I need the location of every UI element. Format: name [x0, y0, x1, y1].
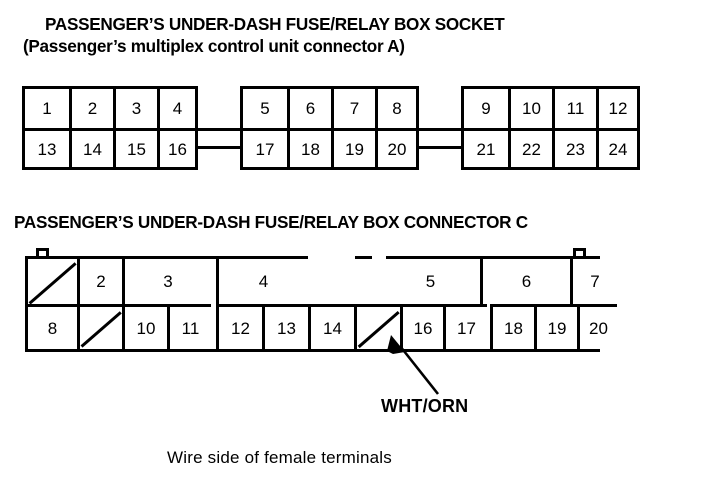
socket-cell-label: 19	[345, 139, 364, 159]
socket-cell[interactable]: 10	[508, 89, 552, 128]
connector-c-bottom-cell-label: 12	[231, 318, 250, 338]
connector-c-top-cell-label: 5	[425, 272, 436, 291]
socket-cell[interactable]: 23	[552, 128, 596, 167]
blank-cavity-slash-icon	[80, 307, 122, 349]
connector-c-bottom-cell-label: 10	[136, 318, 156, 338]
connector-c-bottom-cell-label: 13	[277, 318, 296, 338]
connector-c-bottom-cell-label: 8	[47, 318, 58, 338]
socket-cell-label: 9	[481, 99, 491, 118]
socket-cell[interactable]: 12	[596, 89, 637, 128]
socket-cell[interactable]: 21	[464, 128, 508, 167]
socket-cell[interactable]: 7	[331, 89, 375, 128]
socket-cell[interactable]: 16	[157, 128, 195, 167]
connector-c-top-cell[interactable]: 2	[77, 259, 122, 304]
link-bar-1-2	[195, 128, 243, 149]
link-bar-2-3	[416, 128, 464, 149]
socket-title-line-2: (Passenger’s multiplex control unit conn…	[23, 36, 405, 56]
socket-cell-label: 4	[172, 99, 183, 118]
connector-c-title: PASSENGER’S UNDER-DASH FUSE/RELAY BOX CO…	[14, 212, 528, 232]
socket-cell-label: 10	[522, 99, 541, 118]
socket-cell[interactable]: 3	[113, 89, 157, 128]
socket-cell-label: 20	[387, 139, 407, 159]
socket-cell-label: 13	[37, 139, 57, 159]
connector-c-top-cell[interactable]: 3	[122, 259, 211, 304]
connector-c-top-cell[interactable]: 5	[383, 259, 475, 304]
socket-cell[interactable]: 13	[25, 128, 69, 167]
socket-cell-label: 2	[87, 99, 98, 118]
socket-cell-label: 21	[476, 139, 496, 159]
connector-c-top-cell[interactable]: 4	[216, 259, 308, 304]
socket-cell-label: 8	[392, 99, 402, 118]
socket-cell[interactable]: 18	[287, 128, 331, 167]
wire-side-caption: Wire side of female terminals	[167, 448, 392, 467]
blank-cavity-slash-icon	[28, 259, 77, 304]
connector-c-bottom-cell[interactable]: 10	[122, 304, 167, 349]
socket-cell[interactable]: 17	[243, 128, 287, 167]
wht-orn-label: WHT/ORN	[381, 396, 469, 416]
socket-cell-label: 15	[127, 139, 146, 159]
connector-c-bottom-cell[interactable]: 14	[308, 304, 354, 349]
socket-cell[interactable]: 11	[552, 89, 596, 128]
connector-c-bottom-cell-label: 14	[323, 318, 342, 338]
connector-c-top-cell[interactable]: 6	[480, 259, 570, 304]
socket-cell[interactable]: 2	[69, 89, 113, 128]
socket-block-3: 9 10 11 12 21 22 23 24	[461, 86, 640, 170]
socket-cell[interactable]: 4	[157, 89, 195, 128]
socket-block-2: 5 6 7 8 17 18 19 20	[240, 86, 419, 170]
socket-cell-label: 3	[131, 99, 142, 118]
socket-cell-label: 6	[305, 99, 316, 118]
socket-cell-label: 14	[83, 139, 102, 159]
connector-c-bottom-cell[interactable]: 19	[534, 304, 577, 349]
socket-cell-label: 24	[608, 139, 628, 159]
socket-cell-label: 5	[260, 99, 270, 118]
socket-title-line-1: PASSENGER’S UNDER-DASH FUSE/RELAY BOX SO…	[45, 14, 505, 34]
connector-c-bottom-cell-label: 19	[547, 318, 567, 338]
connector-c-bottom-cell-label: 18	[504, 318, 523, 338]
socket-cell-label: 17	[255, 139, 275, 159]
socket-cell[interactable]: 20	[375, 128, 416, 167]
connector-c-top-cell-label: 7	[590, 272, 600, 291]
socket-cell-label: 11	[566, 99, 585, 118]
socket-cell-label: 18	[301, 139, 320, 159]
connector-c-bottom-cell[interactable]: 12	[216, 304, 262, 349]
socket-cell[interactable]: 24	[596, 128, 637, 167]
socket-cell[interactable]: 19	[331, 128, 375, 167]
wht-orn-callout-arrow-icon	[387, 335, 440, 395]
connector-c-bottom-cell[interactable]: 11	[167, 304, 211, 349]
notch-gap-left	[308, 256, 355, 304]
socket-cell[interactable]: 8	[375, 89, 416, 128]
socket-cell-label: 23	[566, 139, 585, 159]
socket-cell-label: 12	[608, 99, 628, 118]
socket-cell-label: 1	[42, 99, 52, 118]
connector-c-bottom-cell[interactable]: 8	[28, 304, 77, 349]
connector-c-bottom-cell[interactable]: 13	[262, 304, 308, 349]
connector-c-top-cell-label: 2	[96, 272, 106, 291]
connector-c-top-cell-label: 4	[258, 272, 269, 291]
socket-cell[interactable]: 5	[243, 89, 287, 128]
socket-cell[interactable]: 6	[287, 89, 331, 128]
socket-cell[interactable]: 9	[464, 89, 508, 128]
socket-cell[interactable]: 15	[113, 128, 157, 167]
socket-cell[interactable]: 14	[69, 128, 113, 167]
connector-c-bottom-cell[interactable]: 18	[490, 304, 534, 349]
connector-c-top-cell[interactable]	[28, 259, 77, 304]
connector-c-bottom-cell-label: 20	[589, 318, 608, 338]
notch-gap-right	[372, 256, 386, 304]
connector-c-bottom-cell-label: 11	[181, 318, 200, 338]
socket-cell-label: 16	[168, 139, 187, 159]
socket-cell-label: 7	[349, 99, 360, 118]
connector-c-bottom-cell[interactable]	[77, 304, 122, 349]
socket-cell-label: 22	[522, 139, 541, 159]
socket-block-1: 1 2 3 4 13 14 15 16	[22, 86, 198, 170]
connector-c-top-cell-label: 3	[163, 272, 173, 291]
connector-c-top-cell-label: 6	[521, 272, 532, 291]
socket-cell[interactable]: 1	[25, 89, 69, 128]
connector-c-top-cell[interactable]: 7	[570, 259, 617, 304]
connector-c-bottom-cell[interactable]: 20	[577, 304, 617, 349]
connector-c-body: 2 3 4 5 6 7 8 10 11	[25, 256, 617, 352]
socket-cell[interactable]: 22	[508, 128, 552, 167]
